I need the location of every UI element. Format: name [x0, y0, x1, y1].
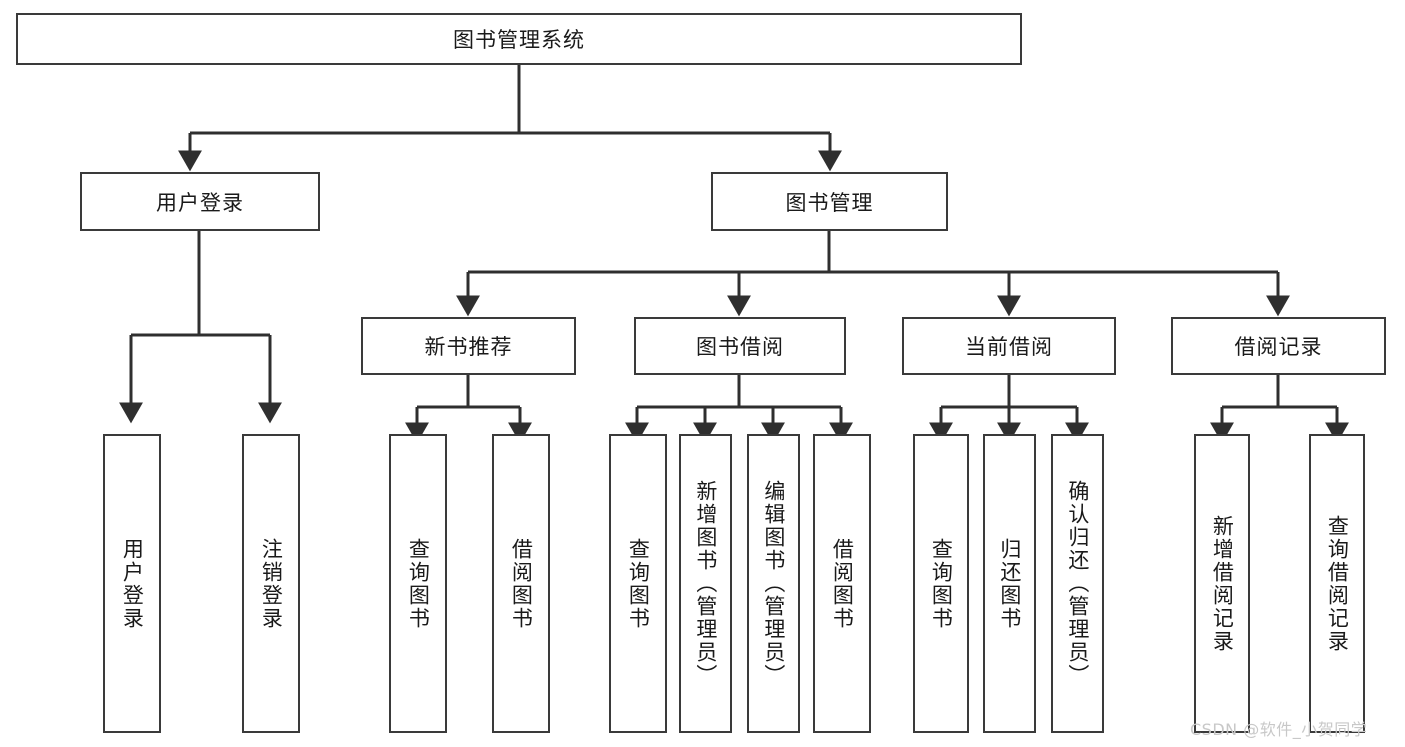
- leaf-new-book-borrow[interactable]: 借阅图书: [492, 434, 550, 733]
- leaf-current-borrow-query[interactable]: 查询图书: [913, 434, 969, 733]
- node-label: 确认归还（管理员）: [1065, 480, 1090, 687]
- node-label: 借阅图书: [830, 537, 855, 630]
- node-root-system[interactable]: 图书管理系统: [16, 13, 1022, 65]
- leaf-user-login-signin[interactable]: 用户登录: [103, 434, 161, 733]
- node-label: 查询图书: [406, 537, 431, 630]
- node-label: 用户登录: [120, 537, 145, 630]
- node-label: 用户登录: [156, 190, 244, 215]
- node-label: 图书借阅: [696, 335, 784, 359]
- leaf-new-book-query[interactable]: 查询图书: [389, 434, 447, 733]
- leaf-user-login-signout[interactable]: 注销登录: [242, 434, 300, 733]
- node-label: 新增借阅记录: [1210, 514, 1235, 653]
- leaf-borrow-record-query[interactable]: 查询借阅记录: [1309, 434, 1365, 733]
- node-label: 新增图书（管理员）: [693, 480, 718, 687]
- node-current-borrow[interactable]: 当前借阅: [902, 317, 1116, 375]
- node-label: 编辑图书（管理员）: [761, 480, 786, 687]
- leaf-book-borrow-add[interactable]: 新增图书（管理员）: [679, 434, 732, 733]
- leaf-current-borrow-confirm[interactable]: 确认归还（管理员）: [1051, 434, 1104, 733]
- node-user-login[interactable]: 用户登录: [80, 172, 320, 231]
- csdn-watermark: CSDN @软件_小贺同学: [1190, 720, 1368, 739]
- node-new-book-recommend[interactable]: 新书推荐: [361, 317, 576, 375]
- leaf-borrow-record-add[interactable]: 新增借阅记录: [1194, 434, 1250, 733]
- node-label: 查询图书: [626, 537, 651, 630]
- node-label: 查询图书: [929, 537, 954, 630]
- node-borrow-record[interactable]: 借阅记录: [1171, 317, 1386, 375]
- node-book-management[interactable]: 图书管理: [711, 172, 948, 231]
- leaf-current-borrow-return[interactable]: 归还图书: [983, 434, 1036, 733]
- node-label: 注销登录: [259, 537, 284, 630]
- leaf-book-borrow-edit[interactable]: 编辑图书（管理员）: [747, 434, 800, 733]
- node-label: 归还图书: [997, 537, 1022, 630]
- node-book-borrow[interactable]: 图书借阅: [634, 317, 846, 375]
- node-label: 借阅记录: [1234, 335, 1323, 359]
- node-label: 图书管理系统: [453, 28, 585, 52]
- node-label: 图书管理: [785, 190, 874, 215]
- node-label: 新书推荐: [424, 335, 513, 359]
- leaf-book-borrow-query[interactable]: 查询图书: [609, 434, 667, 733]
- node-label: 借阅图书: [509, 537, 534, 630]
- node-label: 当前借阅: [965, 335, 1053, 359]
- leaf-book-borrow-lend[interactable]: 借阅图书: [813, 434, 871, 733]
- node-label: 查询借阅记录: [1325, 514, 1350, 653]
